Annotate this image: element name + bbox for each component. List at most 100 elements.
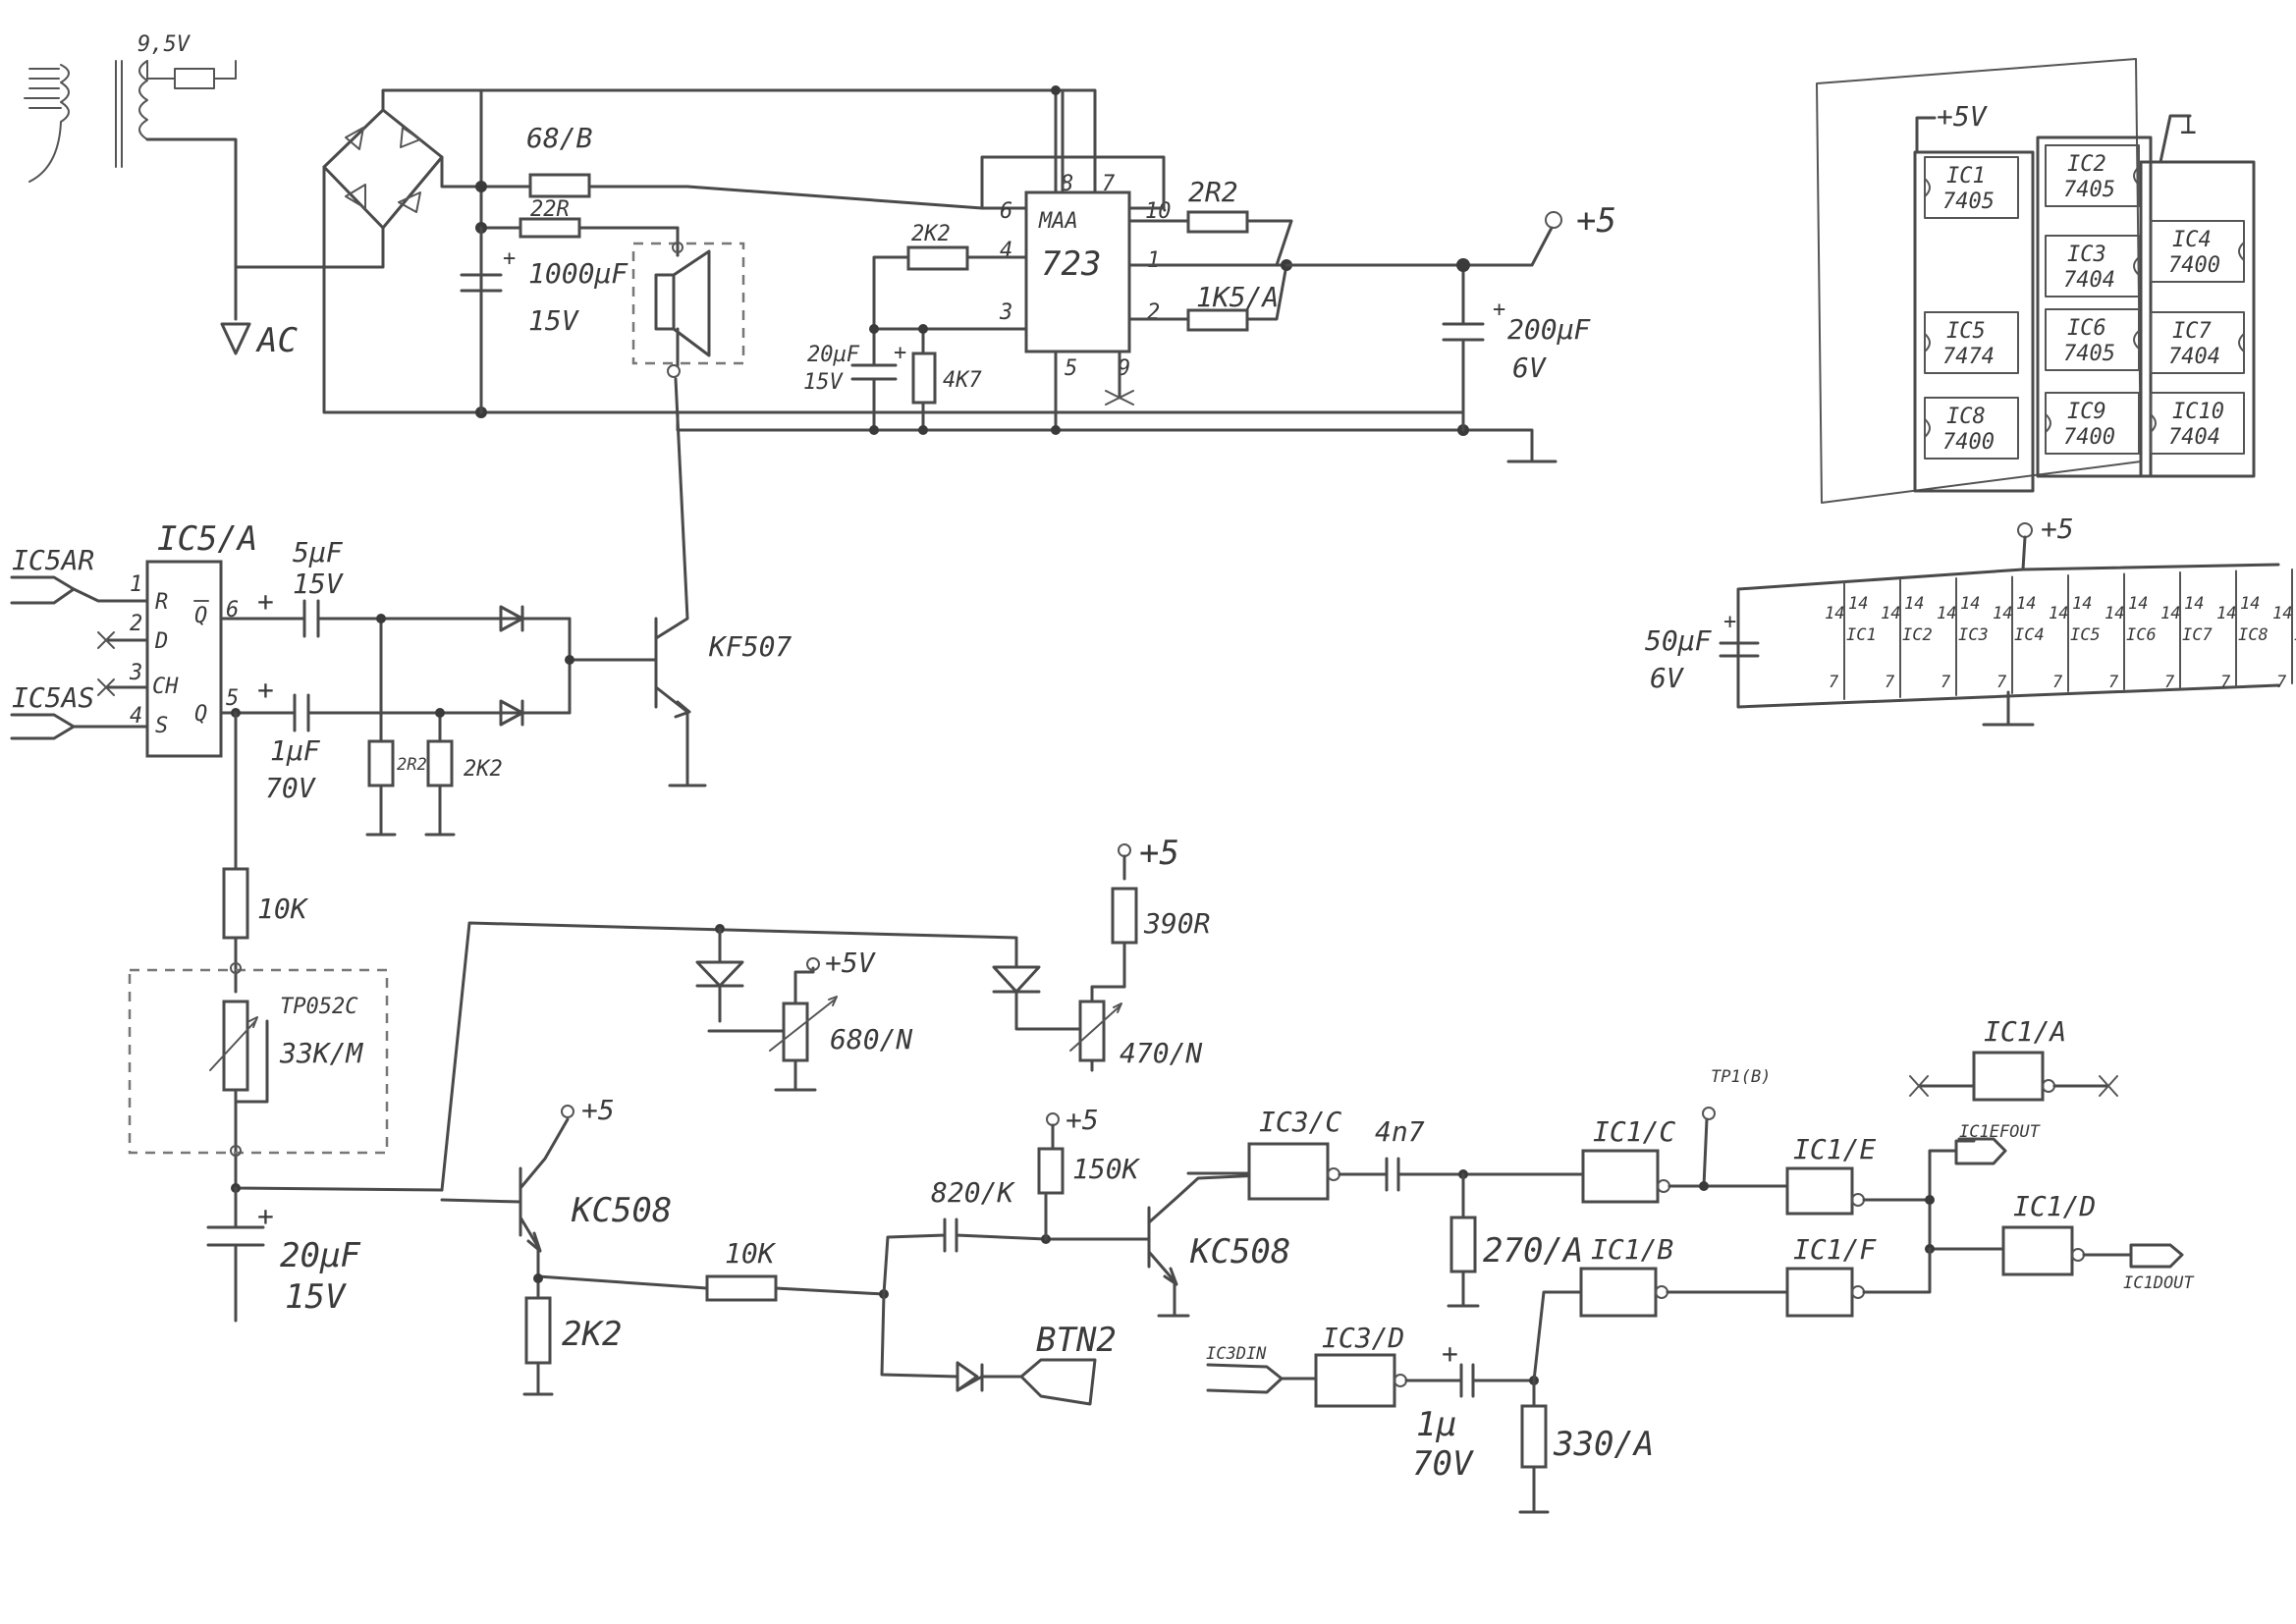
ic3din-label: IC3DIN (1206, 1344, 1267, 1364)
ic-label: IC1 (1846, 625, 1877, 645)
pin14-label: 14 (2049, 604, 2068, 623)
r22-label: 22R (530, 197, 570, 222)
plus5v-terminal-a (806, 957, 820, 971)
pin14-label: 14 (1937, 604, 1956, 623)
chip-name-label: IC10 (2172, 400, 2224, 424)
r10k-ff-label: 10K (257, 893, 309, 925)
r150k-label: 150K (1072, 1153, 1141, 1185)
resistor-10k-ff (222, 867, 249, 940)
ic1efout-connector (1954, 1137, 2007, 1165)
resistor-270a (1449, 1216, 1477, 1273)
layout-vcc-label: +5V (1937, 100, 1989, 133)
gate-ic1b (1579, 1267, 1658, 1318)
chip-type-label: 7405 (2063, 342, 2115, 366)
test-point-tp1 (1702, 1107, 1716, 1120)
speaker-enclosure (631, 242, 745, 365)
chip-column-3 (2139, 160, 2256, 478)
pin14-label: 14 (2184, 594, 2204, 614)
plus5-label-q1: +5 (581, 1094, 615, 1126)
chip-type-label: 7404 (2168, 345, 2220, 369)
chip-type-label: 7405 (2063, 178, 2115, 202)
plus5-terminal-390 (1118, 843, 1131, 857)
gate-ic3c (1247, 1142, 1330, 1201)
svg-text:CH: CH (152, 675, 179, 699)
plus5v-label-a: +5V (825, 947, 877, 979)
chip-name-label: IC9 (2067, 400, 2106, 424)
ic-label: IC5 (2070, 625, 2101, 645)
cap-820-label: 820/K (931, 1176, 1015, 1209)
pot-value-label: 33K/M (279, 1037, 363, 1069)
r4k7-label: 4K7 (943, 368, 982, 393)
gate-ic1d (2001, 1225, 2074, 1276)
chip-type-label: 7474 (1942, 345, 1995, 369)
r2k2-q1-label: 2K2 (562, 1315, 622, 1354)
input-r-label: IC5AR (12, 544, 94, 576)
plus5-terminal-q1 (561, 1105, 574, 1118)
ac-label: AC (255, 321, 298, 360)
decoupling-ic9: 1414IC97 (2272, 568, 2296, 692)
svg-text:D: D (154, 629, 168, 654)
gate-ic1f (1785, 1267, 1854, 1318)
cap-5-label: 5µF (293, 536, 344, 568)
pin-4: 4 (1000, 239, 1012, 263)
chip-boxes: IC17405IC27405IC37404IC47400IC57474IC674… (1924, 144, 2245, 460)
ic1dout-connector (2082, 1243, 2184, 1269)
transistor-kf507-label: KF507 (708, 630, 792, 663)
pot-680-label: 680/N (830, 1023, 912, 1056)
chip-name-label: IC7 (2172, 319, 2212, 344)
pin7-label: 7 (2052, 673, 2063, 692)
gate-ic1c (1581, 1149, 1660, 1204)
resistor-4k7 (911, 352, 937, 405)
svg-text:Q: Q (194, 604, 207, 628)
pin14-label: 14 (2160, 604, 2180, 623)
pin-2: 2 (1147, 300, 1160, 325)
transformer-symbol (24, 60, 238, 269)
pin-7: 7 (1102, 172, 1116, 196)
r68-label: 68/B (526, 122, 592, 154)
power-supply-section: 9,5V AC 68/B 22R + 1000µF 15V (24, 32, 1616, 463)
pin14-label: 14 (2105, 604, 2124, 623)
cap-1-voltage: 70V (265, 772, 317, 804)
transistor-q2-label: KC508 (1189, 1232, 1290, 1272)
pin14-label: 14 (1904, 594, 1924, 614)
svg-text:+: + (257, 1200, 274, 1232)
resistor-2k2-reg (906, 245, 969, 271)
r330-label: 330/A (1553, 1425, 1654, 1464)
input-s-label: IC5AS (12, 681, 94, 714)
cap-20-ff-label: 20µF (280, 1236, 360, 1275)
transformer-voltage-label: 9,5V (137, 32, 191, 57)
chip-type-label: 7404 (2168, 425, 2220, 450)
ic-label: IC7 (2182, 625, 2213, 645)
r390-label: 390R (1143, 907, 1210, 940)
gate-ic3c-label: IC3/C (1259, 1106, 1341, 1138)
gate-ic1a (1972, 1051, 2045, 1102)
svg-text:+: + (894, 341, 906, 365)
gate-ic3d-label: IC3/D (1322, 1322, 1404, 1354)
svg-text:Q: Q (194, 702, 207, 727)
pin7-label: 7 (2276, 673, 2287, 692)
pot-enclosure (128, 968, 389, 1155)
pot-type-label: TP052C (280, 995, 358, 1019)
ic-label: IC9 (2294, 625, 2296, 645)
supply-out-plus5: +5 (1576, 201, 1616, 241)
cap-1000-label: 1000µF (528, 257, 629, 290)
cap-200-voltage: 6V (1512, 352, 1548, 384)
ic1efout-label: IC1EFOUT (1959, 1122, 2042, 1142)
chip-name-label: IC1 (1946, 164, 1986, 189)
ic-label: IC4 (2014, 625, 2045, 645)
chip-name-label: IC5 (1946, 319, 1986, 344)
chip-name-label: IC2 (2067, 152, 2106, 177)
chip-name-label: IC3 (2067, 243, 2106, 267)
ic3din-connector (1206, 1363, 1284, 1394)
resistor-150k (1037, 1147, 1065, 1195)
resistor-390r (1111, 887, 1138, 945)
chip-type-label: 7400 (1942, 430, 1995, 455)
plus5-label-390: +5 (1139, 834, 1179, 873)
